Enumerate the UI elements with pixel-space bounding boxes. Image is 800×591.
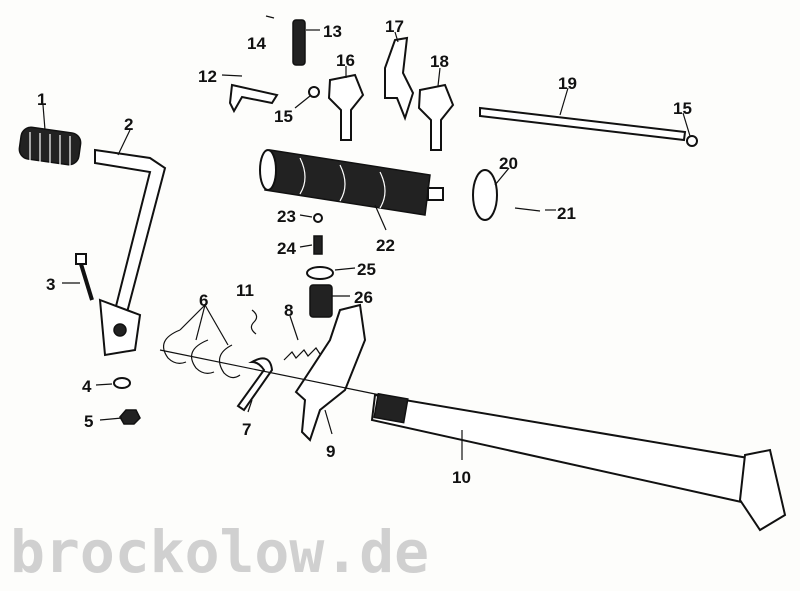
part-25-washer (306, 266, 334, 280)
label-8: 8 (284, 301, 293, 320)
label-18: 18 (430, 52, 449, 71)
label-17: 17 (385, 17, 404, 36)
label-3: 3 (46, 275, 55, 294)
part-15b-washer (686, 135, 698, 147)
part-22-shift-drum (259, 149, 444, 216)
label-26: 26 (354, 288, 373, 307)
label-11: 11 (236, 281, 254, 300)
label-13: 13 (323, 22, 342, 41)
part-8-spring (283, 347, 321, 361)
label-25: 25 (357, 260, 376, 279)
label-4: 4 (82, 377, 92, 396)
part-6-clips (162, 329, 241, 379)
label-10: 10 (452, 468, 471, 487)
part-16-shift-fork (327, 73, 365, 141)
label-19: 19 (558, 74, 577, 93)
label-15b: 15 (673, 99, 692, 118)
part-2-shift-lever (94, 148, 167, 357)
part-14-pin (265, 15, 275, 19)
label-6: 6 (199, 291, 208, 310)
label-14: 14 (247, 34, 266, 53)
part-13-spring (292, 19, 306, 66)
part-5-nut (119, 409, 141, 425)
part-3-bolt (75, 253, 94, 301)
part-24-spring (313, 235, 323, 255)
part-21-screw (514, 207, 541, 212)
label-9: 9 (326, 442, 335, 461)
part-23-ball (313, 213, 323, 223)
part-number-labels: 1 2 3 4 5 6 7 8 9 10 11 12 13 14 15 15 1… (37, 17, 692, 487)
label-15: 15 (274, 107, 293, 126)
part-20-disk (472, 169, 498, 221)
label-23: 23 (277, 207, 296, 226)
part-19-fork-rod (479, 106, 687, 142)
label-20: 20 (499, 154, 518, 173)
part-11-spring-clip (250, 309, 258, 335)
label-16: 16 (336, 51, 355, 70)
part-15-washer (308, 86, 320, 98)
watermark: brockolow.de (10, 518, 429, 586)
label-7: 7 (242, 420, 251, 439)
part-17-shift-fork (384, 36, 415, 121)
label-1: 1 (37, 90, 46, 109)
label-2: 2 (124, 115, 133, 134)
label-12: 12 (198, 67, 217, 86)
part-4-washer (113, 377, 131, 389)
part-1-pedal-rubber (18, 126, 82, 166)
part-18-shift-fork (417, 83, 455, 151)
part-10-shift-shaft (370, 392, 787, 532)
leader-lines (42, 29, 691, 460)
label-21: 21 (557, 204, 576, 223)
part-26-plug (309, 284, 333, 318)
part-7-pawl (236, 357, 274, 412)
label-5: 5 (84, 412, 93, 431)
part-9-selector-plate (294, 303, 367, 442)
part-12-lever (228, 83, 279, 114)
label-24: 24 (277, 239, 296, 258)
label-22: 22 (376, 236, 395, 255)
